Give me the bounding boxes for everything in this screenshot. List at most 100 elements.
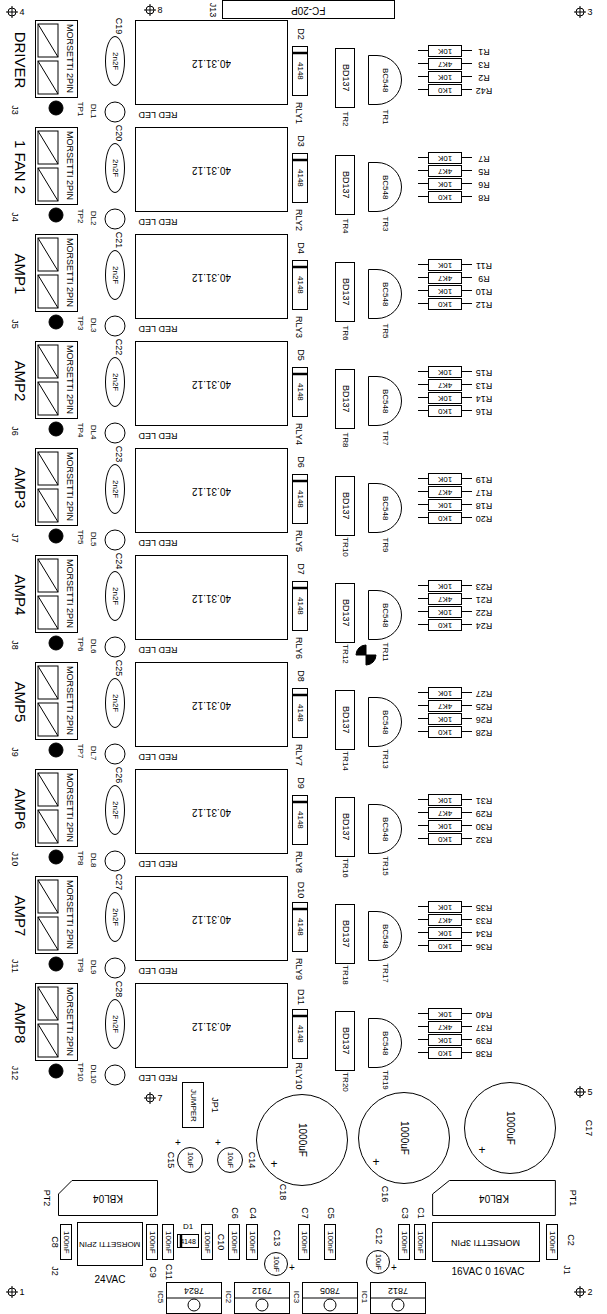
silkscreen-label: +: [215, 1138, 221, 1148]
terminal-block: MORSETTI 2PIN: [35, 341, 78, 419]
channel-name: AMP7: [13, 896, 28, 937]
ceramic-capacitor: 100nF: [246, 1224, 258, 1260]
terminal-block: MORSETTI 2PIN: [77, 1222, 143, 1266]
component-text: 100nF: [326, 1231, 334, 1254]
silkscreen-label: C11: [164, 1264, 173, 1280]
component-text: 1K0: [438, 728, 452, 736]
regulator-tab-line: [166, 1298, 222, 1299]
power-transistor: BD137: [335, 369, 355, 429]
reference-designator: D3: [296, 135, 305, 147]
ceramic-capacitor: 100nF: [398, 1224, 410, 1260]
component-text: 40.31.12: [192, 379, 231, 389]
component-text: 40.31.12: [192, 914, 231, 924]
ceramic-capacitor: 100nF: [324, 1224, 336, 1260]
reference-designator: RLY3: [294, 316, 303, 338]
resistor: 1K0: [428, 405, 462, 417]
channel-name: AMP8: [13, 1003, 28, 1044]
channel-name: DRIVER: [13, 32, 28, 89]
silkscreen-label: IC1: [360, 1291, 368, 1303]
terminal-block: MORSETTI 3PIN: [432, 1222, 540, 1262]
reference-designator: R39: [476, 1035, 493, 1044]
component-text: 40.31.12: [192, 700, 231, 710]
component-text: 4K7: [438, 60, 452, 68]
relay: 40.31.12: [135, 341, 288, 426]
terminal-block: MORSETTI 2PIN: [35, 769, 78, 847]
component-text: 10K: [438, 73, 452, 81]
component-text: 1K0: [438, 1049, 452, 1057]
component-text: 7824: [184, 1286, 204, 1295]
reference-designator: TP10: [76, 1062, 84, 1081]
component-text: 10uF: [375, 1254, 382, 1270]
silkscreen-label: C1: [416, 1207, 425, 1219]
silkscreen-label: 8: [157, 6, 162, 15]
silkscreen-label: C16: [380, 1186, 389, 1203]
silkscreen-label: IC5: [156, 1291, 164, 1303]
reference-designator: DL4: [89, 425, 97, 440]
component-text: BD137: [341, 706, 350, 734]
reference-designator: J6: [10, 426, 19, 436]
component-text: 4148: [296, 383, 304, 401]
channel-name: AMP3: [13, 468, 28, 509]
reference-designator: TP3: [76, 316, 84, 331]
reference-designator: TP6: [76, 637, 84, 652]
component-text: FC-20P: [291, 5, 325, 15]
resistor: 4K7: [428, 593, 462, 605]
component-text: 10K: [438, 47, 452, 55]
silkscreen-label: +: [478, 1144, 485, 1156]
transistor: BC548: [368, 697, 402, 747]
component-text: 100nF: [230, 1231, 238, 1254]
reference-designator: TR12: [341, 644, 349, 664]
reference-designator: R30: [476, 821, 493, 830]
component-text: 10K: [438, 1036, 452, 1044]
component-text: 10K: [438, 501, 452, 509]
reference-designator: TR20: [341, 1072, 349, 1092]
diode: 4148: [292, 688, 308, 738]
mounting-hole: [144, 1092, 156, 1104]
reference-designator: R19: [476, 474, 493, 483]
reference-designator: TR15: [381, 856, 389, 876]
reference-designator: TR5: [381, 323, 389, 338]
diode: 4148: [177, 1234, 199, 1248]
relay: 40.31.12: [135, 127, 288, 212]
component-text: BC548: [381, 1031, 389, 1055]
ceramic-capacitor: 100nF: [546, 1224, 558, 1260]
silkscreen-label: 24VAC: [95, 1275, 126, 1285]
reference-designator: J10: [10, 852, 19, 867]
component-text: 100nF: [62, 1231, 70, 1254]
terminal-block: MORSETTI 2PIN: [35, 983, 78, 1061]
silkscreen-label: C3: [400, 1207, 409, 1219]
component-text: 10uF: [187, 1152, 194, 1168]
resistor: 1K0: [428, 298, 462, 310]
channel-name: AMP4: [13, 575, 28, 616]
component-text: 1K0: [438, 193, 452, 201]
silkscreen-label: +: [270, 1158, 277, 1170]
reference-designator: TR11: [381, 643, 389, 662]
silkscreen-label: +: [391, 1263, 397, 1273]
component-text: 2n2F: [111, 908, 119, 926]
component-text: 4148: [296, 276, 304, 294]
component-text: 100nF: [148, 1231, 156, 1254]
ceramic-capacitor: 100nF: [201, 1224, 213, 1260]
reference-designator: DL3: [89, 318, 97, 333]
ceramic-capacitor: 2n2F: [105, 678, 125, 728]
component-text: MORSETTI 2PIN: [65, 131, 74, 200]
diode: 4148: [292, 1009, 308, 1059]
component-text: MORSETTI 2PIN: [65, 666, 74, 735]
component-text: 4K7: [438, 167, 452, 175]
ceramic-capacitor: 2n2F: [105, 357, 125, 407]
silkscreen-label: C14: [247, 1152, 256, 1169]
component-text: 4K7: [438, 1023, 452, 1031]
reference-designator: C26: [114, 767, 123, 784]
terminal-block: MORSETTI 2PIN: [35, 662, 78, 740]
reference-designator: C20: [114, 125, 123, 142]
resistor: 4K7: [428, 58, 462, 70]
component-text: BC548: [381, 496, 389, 520]
component-text: 10K: [438, 929, 452, 937]
reference-designator: D7: [296, 563, 305, 575]
component-text: 40.31.12: [192, 486, 231, 496]
reference-designator: RLY10: [294, 1063, 303, 1090]
reference-designator: DL8: [89, 853, 97, 868]
silkscreen-label: C13: [272, 1230, 281, 1247]
channel-artwork: [38, 773, 472, 871]
